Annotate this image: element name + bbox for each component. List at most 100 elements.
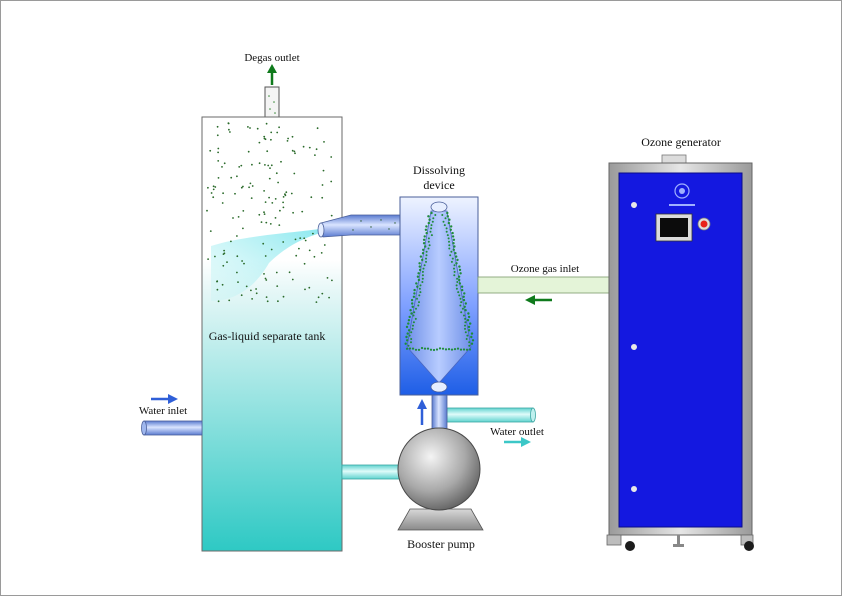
tank-to-pump-pipe: [341, 464, 403, 480]
bubble-dot: [423, 235, 426, 238]
bubble-dot: [412, 295, 416, 298]
bubble-dot: [217, 151, 220, 154]
arrow-up-icon: [267, 64, 277, 85]
bubble-dot: [462, 295, 465, 298]
arrow-right-icon: [504, 437, 531, 447]
bubble-dot: [291, 135, 294, 138]
bubble-dot: [223, 249, 226, 252]
bubble-dot: [410, 331, 413, 334]
bubble-dot: [330, 156, 333, 158]
bubble-dot: [452, 238, 456, 241]
bubble-dot: [415, 282, 418, 285]
bubble-dot: [414, 348, 418, 351]
bubble-dot: [459, 304, 462, 307]
bubble-dot: [293, 172, 296, 175]
bubble-dot: [303, 262, 306, 265]
bubble-dot: [217, 160, 220, 162]
bubble-dot: [275, 172, 278, 175]
bubble-dot: [425, 260, 427, 263]
bubble-dot: [412, 324, 414, 327]
bubble-dot: [465, 338, 468, 340]
bubble-dot: [458, 278, 461, 282]
bubble-dot: [308, 286, 311, 289]
bubble-dot: [216, 280, 218, 283]
bubble-dot: [282, 196, 285, 198]
bubble-dot: [240, 186, 243, 189]
bubble-dot: [419, 255, 423, 258]
bubble-dot: [412, 314, 415, 317]
bubble-dot: [423, 264, 426, 267]
bubble-dot: [408, 334, 411, 337]
bubble-dot: [418, 265, 421, 268]
bubble-dot: [288, 271, 291, 274]
bubble-dot: [418, 301, 420, 304]
bubble-dot: [457, 275, 461, 278]
bubble-dot: [302, 145, 305, 148]
bubble-dot: [294, 238, 297, 241]
ozone-bubbles-in-device: [404, 211, 475, 352]
bubble-dot: [228, 128, 230, 131]
bubble-dot: [407, 329, 411, 332]
bubble-dot: [406, 332, 409, 335]
bubble-dot: [429, 348, 433, 351]
bubble-dot: [431, 220, 434, 223]
bubble-dot: [418, 287, 421, 290]
bubble-dot: [264, 201, 267, 204]
bubble-dot: [274, 217, 277, 219]
ozone-generator-label: Ozone generator: [641, 135, 721, 149]
bubble-dot: [425, 257, 427, 260]
bubble-dot: [251, 185, 254, 187]
bubble-dot: [267, 164, 270, 167]
bubble-dot: [468, 348, 472, 351]
bubble-dot: [427, 221, 430, 225]
bubble-dot: [434, 214, 437, 216]
bubble-dot: [250, 289, 252, 292]
bubble-dot: [449, 254, 452, 257]
bubble-dot: [427, 247, 430, 250]
bubble-dot: [406, 339, 409, 342]
bubble-dot: [429, 230, 432, 233]
bubble-dot: [251, 298, 254, 300]
bubble-dot: [278, 224, 281, 227]
bubble-dot: [447, 237, 450, 240]
bubble-dot: [462, 348, 466, 351]
bubble-dot: [258, 162, 261, 165]
bubble-dot: [216, 134, 219, 137]
degas-outlet-label: Degas outlet: [244, 52, 299, 64]
bubble-dot: [425, 250, 428, 253]
bubble-dot: [404, 342, 407, 345]
bubble-dot: [461, 307, 464, 310]
bubble-dot: [242, 227, 244, 230]
bubble-dot: [241, 260, 244, 262]
bubble-dot: [456, 347, 460, 350]
bubble-dot: [425, 225, 428, 228]
bubble-dot: [444, 217, 447, 220]
bubble-dot: [221, 202, 224, 204]
bubble-dot: [207, 258, 210, 260]
bubble-dot: [455, 255, 458, 258]
bubble-dot: [422, 238, 426, 241]
bubble-dot: [410, 312, 413, 315]
generator-casters: [606, 534, 754, 551]
bubble-dot: [260, 221, 263, 224]
dissolving-device-label-line1: Dissolving: [413, 163, 465, 177]
bubble-dot: [308, 146, 311, 149]
bubble-dot: [223, 252, 226, 255]
bubble-dot: [251, 163, 253, 166]
bubble-dot: [424, 245, 427, 248]
bubble-dot: [248, 186, 251, 189]
bubble-dot: [416, 297, 418, 300]
bubble-dot: [430, 234, 433, 237]
bubble-dot: [471, 339, 475, 342]
bubble-dot: [263, 273, 265, 275]
bubble-dot: [421, 252, 425, 255]
bubble-dot: [453, 245, 456, 248]
bubble-dot: [236, 235, 238, 237]
bubble-dot: [468, 341, 471, 344]
bubble-dot: [326, 277, 329, 279]
bubble-dot: [444, 348, 448, 351]
bubble-dot: [279, 209, 281, 212]
bubble-dot: [264, 164, 266, 166]
bubble-dot: [425, 254, 428, 257]
bubble-dot: [258, 141, 261, 144]
